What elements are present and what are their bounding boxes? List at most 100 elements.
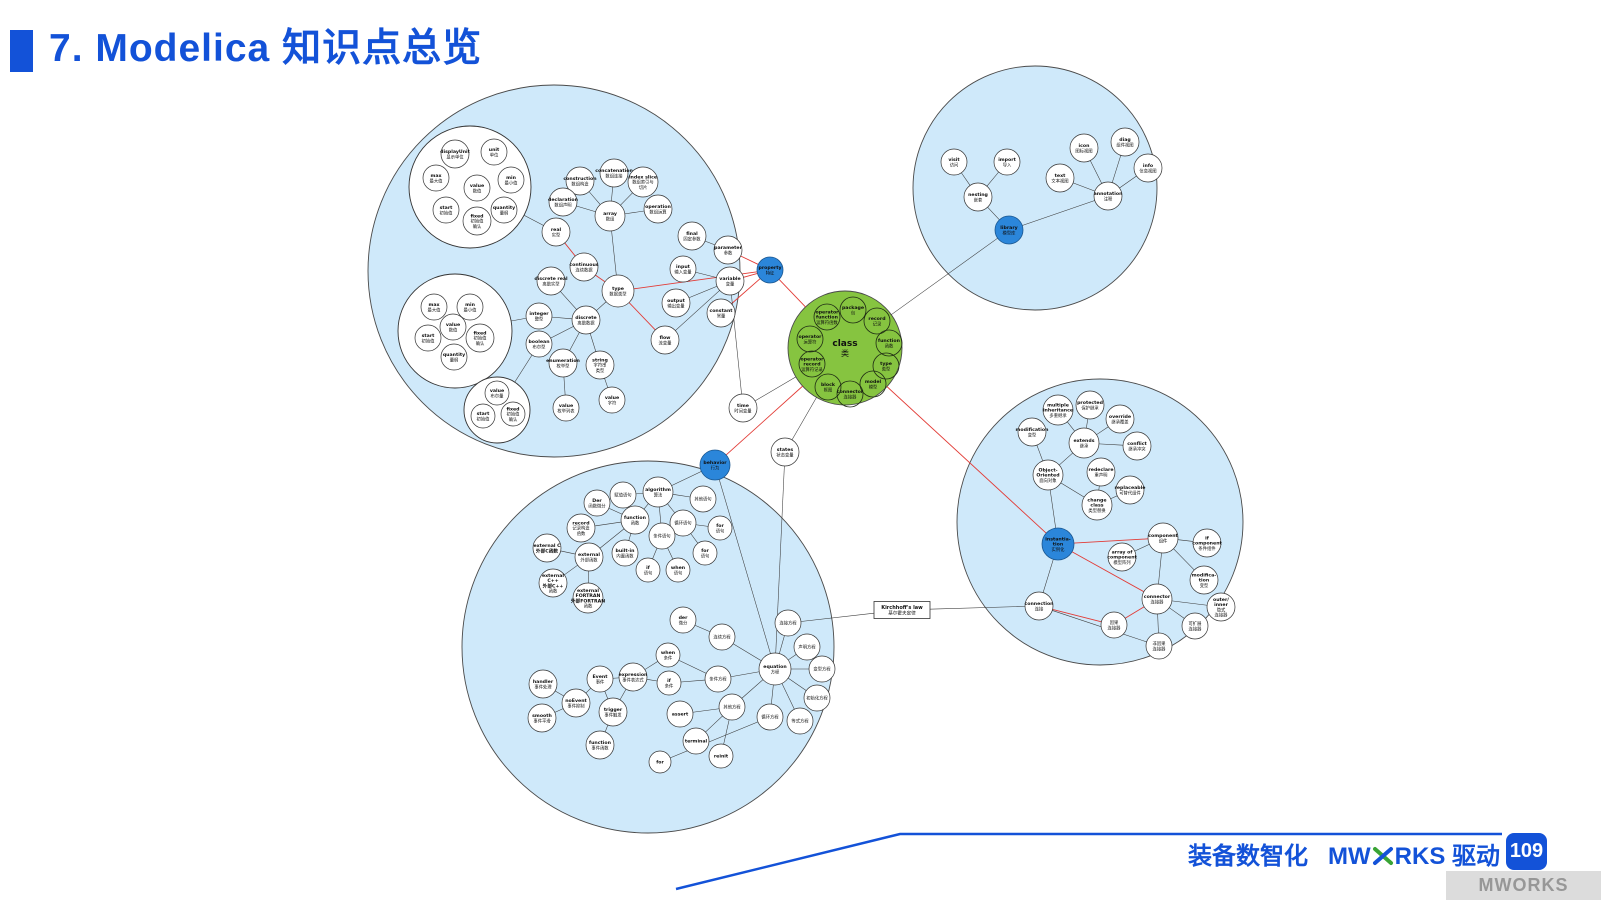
graph-edge: [588, 191, 601, 205]
graph-node-g5: [859, 370, 887, 398]
graph-node-bool: [525, 330, 553, 358]
graph-node-a8: [490, 196, 518, 224]
graph-edge: [730, 671, 760, 678]
graph-node-label-modeq: 变型方程: [813, 666, 831, 673]
graph-edge: [659, 506, 662, 524]
graph-node-ar5: [643, 194, 673, 224]
graph-edge: [695, 271, 717, 278]
graph-node-a2: [480, 138, 508, 166]
graph-edge: [778, 279, 806, 308]
graph-node-label-reinit: reinit: [714, 754, 729, 760]
graph-edge: [554, 690, 565, 697]
graph-edge: [1067, 421, 1075, 432]
graph-edge: [652, 547, 658, 560]
graph-edge: [1073, 182, 1095, 192]
graph-node-ar2: [599, 158, 629, 188]
graph-node-icon: [1069, 133, 1099, 163]
graph-edge: [576, 205, 596, 212]
graph-edge: [1171, 600, 1208, 606]
graph-edge: [1059, 452, 1073, 466]
graph-node-a7: [462, 206, 492, 236]
graph-edge: [554, 708, 564, 713]
graph-node-real: [541, 217, 571, 247]
graph-edge: [1111, 155, 1122, 183]
graph-node-for1: [707, 515, 733, 541]
graph-node-conn: [1141, 583, 1173, 615]
graph-edge: [671, 471, 702, 486]
header: 7. Modelica 知识点总览: [10, 26, 482, 72]
graph-node-loopeq: [756, 703, 784, 731]
graph-node-type: [601, 274, 635, 308]
graph-node-info: [1133, 153, 1163, 183]
graph-node-caus: [1100, 611, 1128, 639]
graph-edge: [1073, 538, 1149, 544]
graph-node-noevent: [561, 688, 591, 718]
graph-node-assert: [666, 700, 694, 728]
graph-edge: [589, 333, 597, 352]
graph-node-label-conneq: 连接方程: [779, 620, 797, 627]
graph-node-assign: [609, 481, 637, 509]
graph-node-label-assign: 赋值语句: [614, 492, 631, 499]
graph-edge: [732, 643, 762, 661]
graph-edge: [718, 479, 771, 654]
graph-edge: [608, 508, 623, 515]
graph-node-c1: [484, 380, 510, 406]
graph-edge: [644, 661, 658, 670]
graph-edge: [694, 624, 711, 633]
graph-node-enum: [548, 348, 578, 378]
graph-node-extc: [532, 533, 562, 563]
graph-edge: [628, 302, 656, 331]
graph-node-label-assert: assert: [672, 712, 689, 718]
graph-node-extcpp: [538, 568, 568, 598]
graph-node-alg: [642, 476, 674, 508]
graph-edge: [891, 237, 998, 315]
graph-node-modif2: [1189, 565, 1219, 595]
graph-node-der2: [669, 606, 697, 634]
graph-edge: [690, 533, 699, 544]
graph-node-label-othereq: 其他方程: [723, 704, 741, 711]
graph-node-g4: [872, 352, 900, 380]
graph-node-eq: [758, 652, 792, 686]
graph-edge: [1158, 552, 1162, 585]
brand-prefix: MW: [1328, 843, 1371, 870]
